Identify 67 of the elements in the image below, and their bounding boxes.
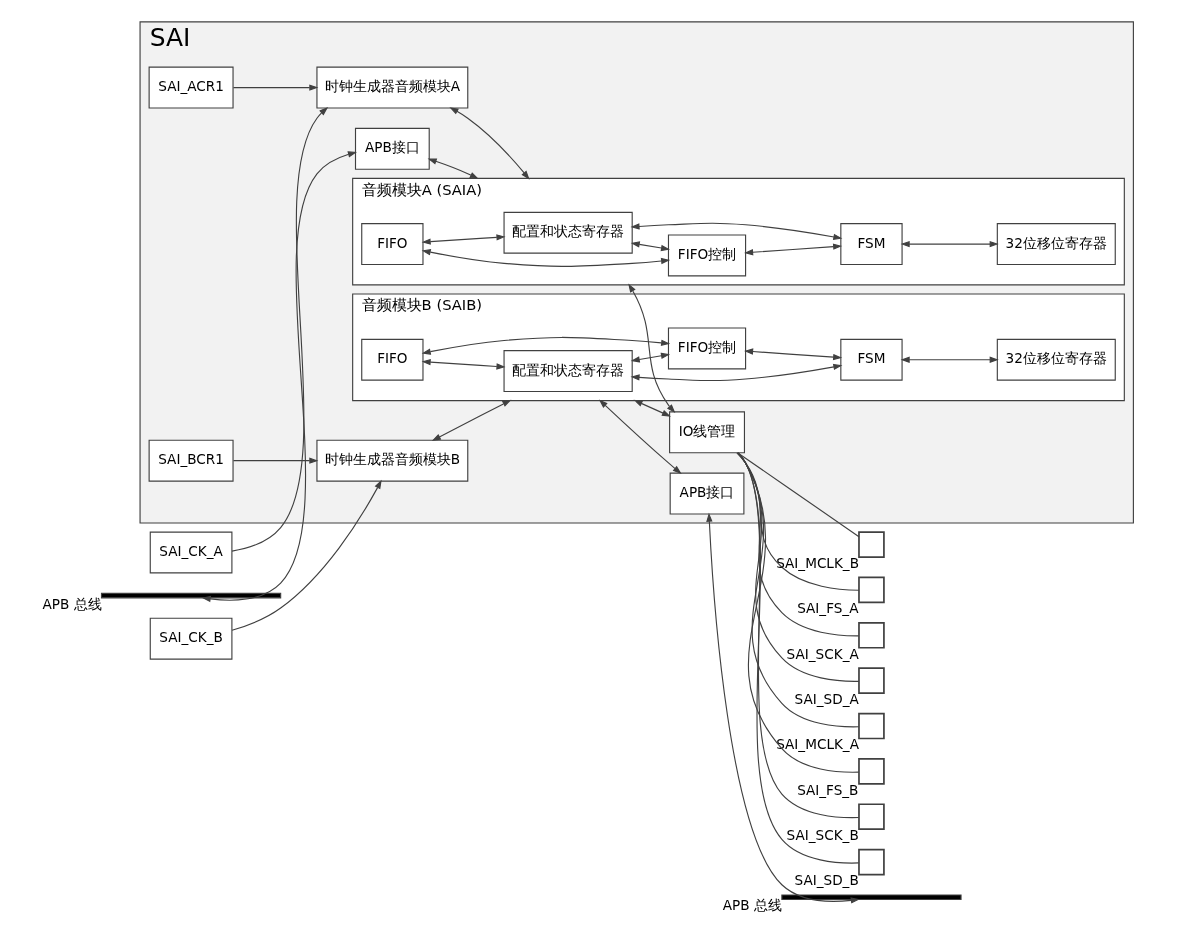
node-box: FSM xyxy=(839,338,903,381)
arrow xyxy=(598,399,682,475)
arrow xyxy=(230,107,328,552)
arrow xyxy=(705,512,860,904)
node-box: APB接口 xyxy=(354,127,430,170)
arrow xyxy=(630,363,842,382)
connector xyxy=(736,452,859,637)
node-box: IO线管理 xyxy=(668,411,745,454)
node-box: FIFO控制 xyxy=(667,327,746,370)
node-box: 32位移位寄存器 xyxy=(996,223,1116,266)
arrow xyxy=(630,352,670,363)
arrow xyxy=(630,222,842,240)
node-box: FIFO xyxy=(360,338,424,381)
node-box: 配置和状态寄存器 xyxy=(503,211,633,254)
arrow xyxy=(201,151,357,603)
node-bar xyxy=(780,894,962,901)
node-label: APB 总线 xyxy=(722,897,782,914)
node-box: 32位移位寄存器 xyxy=(996,338,1116,381)
node-box xyxy=(857,712,885,740)
arrow xyxy=(431,399,511,441)
node-box: 配置和状态寄存器 xyxy=(503,350,633,393)
arrow xyxy=(630,241,670,252)
arrow xyxy=(231,479,382,631)
arrow xyxy=(232,84,318,91)
node-box: FIFO控制 xyxy=(667,234,746,277)
node-box: 时钟生成器音频模块B xyxy=(315,439,468,482)
node-label: SAI_MCLK_A xyxy=(775,736,859,753)
node-box xyxy=(857,803,885,831)
node-box xyxy=(857,531,885,558)
arrow xyxy=(743,243,842,256)
arrow xyxy=(421,336,670,355)
node-box xyxy=(857,758,885,785)
node-label: SAI_MCLK_B xyxy=(775,554,859,571)
node-box: 时钟生成器音频模块A xyxy=(315,66,468,109)
node-label: SAI_SD_B xyxy=(794,872,859,889)
node-bar xyxy=(100,592,281,599)
node-label: APB 总线 xyxy=(41,595,102,612)
arrow xyxy=(421,234,505,245)
node-box: SAI_ACR1 xyxy=(148,66,234,109)
node-box: SAI_CK_A xyxy=(149,531,232,574)
node-box: SAI_BCR1 xyxy=(148,439,234,482)
arrow xyxy=(900,240,999,248)
connector xyxy=(735,452,860,591)
arrow xyxy=(421,359,505,370)
arrow xyxy=(633,399,671,417)
node-box: APB接口 xyxy=(669,472,744,515)
arrow xyxy=(232,457,318,464)
node-box xyxy=(857,576,885,604)
connector xyxy=(736,452,859,682)
arrow xyxy=(448,107,530,180)
node-box: FIFO xyxy=(360,223,424,266)
arrow xyxy=(427,158,479,180)
node-box xyxy=(857,621,885,649)
node-label: SAI_SD_A xyxy=(794,691,859,708)
arrow xyxy=(743,348,842,361)
node-label: SAI_FS_B xyxy=(796,781,858,798)
node-box: FSM xyxy=(839,223,903,266)
arrow xyxy=(900,356,999,363)
arrow xyxy=(421,249,670,267)
node-box xyxy=(857,667,885,694)
node-label: SAI_SCK_B xyxy=(786,827,859,844)
node-box: SAI_CK_B xyxy=(149,617,232,660)
node-label: SAI_SCK_A xyxy=(786,645,859,662)
arrow xyxy=(627,283,675,414)
connector xyxy=(736,452,859,538)
node-box xyxy=(857,848,885,876)
node-label: SAI_FS_A xyxy=(796,600,858,617)
